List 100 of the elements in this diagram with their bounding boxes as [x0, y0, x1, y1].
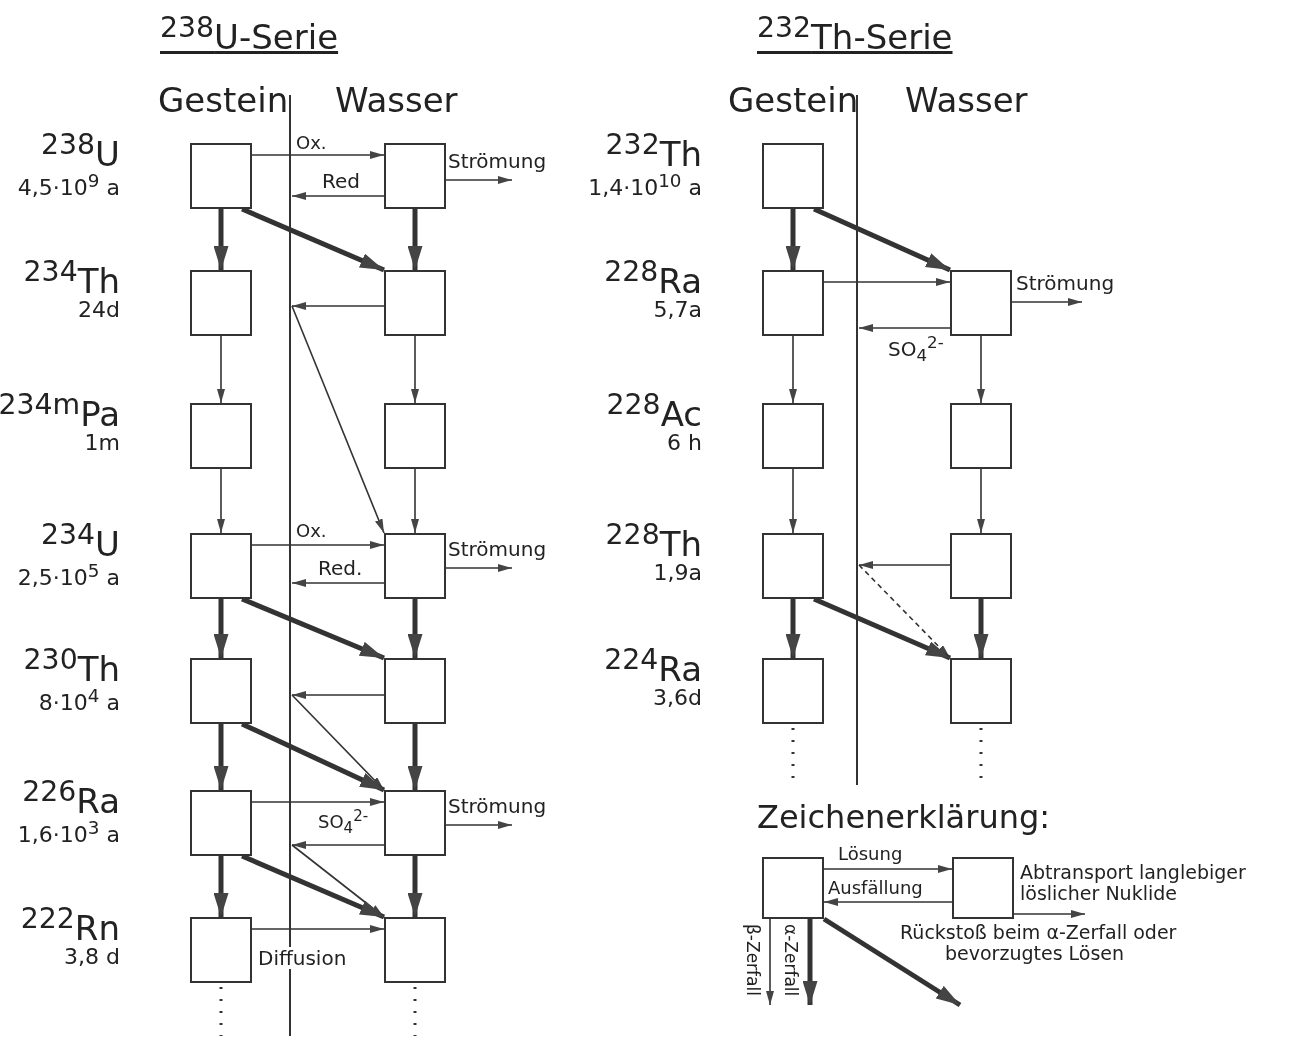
- edge-label: Strömung: [448, 150, 547, 172]
- compartment-box: [952, 857, 1014, 919]
- compartment-box: [384, 917, 446, 983]
- arrow: [785, 599, 801, 658]
- arrow: [213, 856, 229, 917]
- compartment-box: [762, 143, 824, 209]
- compartment-box: [384, 143, 446, 209]
- arrow: [977, 335, 985, 404]
- half-life-label: 1,4·10$^{10}$ a: [588, 171, 702, 201]
- compartment-box: [762, 857, 824, 919]
- arrow: [445, 564, 513, 572]
- half-life-label: 1,6·10$^{3}$ a: [17, 818, 120, 848]
- arrow: [251, 541, 385, 549]
- arrow: [407, 209, 423, 270]
- edge-label: Ausfällung: [828, 878, 923, 898]
- half-life-label: 3,8 d: [64, 945, 120, 970]
- edge-label: Strömung: [448, 538, 547, 560]
- arrow: [411, 468, 419, 534]
- compartment-box: [762, 658, 824, 724]
- nuclide-label: $^{224}$Ra: [604, 644, 702, 689]
- arrow: [291, 579, 385, 587]
- half-life-label: 5,7a: [653, 298, 702, 323]
- half-life-label: 2,5·10$^{5}$ a: [17, 561, 120, 591]
- arrow: [1013, 910, 1086, 918]
- half-life-label: 6 h: [667, 431, 702, 456]
- arrow: [213, 724, 229, 790]
- arrow: [823, 898, 953, 906]
- nuclide-label: $^{238}$U: [41, 129, 120, 174]
- arrow: [411, 335, 419, 404]
- arrow: [1011, 298, 1083, 306]
- arrow: [785, 209, 801, 270]
- compartment-box: [762, 270, 824, 336]
- compartment-box: [190, 790, 252, 856]
- half-life-label: 1m: [84, 431, 120, 456]
- nuclide-label: $^{234}$Th: [23, 256, 120, 301]
- arrow: [802, 919, 818, 1005]
- compartment-box: [950, 270, 1012, 336]
- compartment-box: [190, 917, 252, 983]
- arrow: [213, 599, 229, 658]
- arrow: [407, 599, 423, 658]
- column-heading: Gestein: [728, 82, 859, 120]
- compartment-box: [762, 403, 824, 469]
- arrow: [789, 468, 797, 534]
- compartment-box: [762, 533, 824, 599]
- half-life-label: 1,9a: [653, 561, 702, 586]
- arrow: [858, 561, 951, 569]
- half-life-label: 3,6d: [653, 686, 702, 711]
- nuclide-label: $^{226}$Ra: [22, 776, 120, 821]
- half-life-label: 4,5·10$^{9}$ a: [17, 171, 120, 201]
- nuclide-label: $^{228}$Ac: [606, 389, 702, 434]
- arrow: [823, 865, 953, 873]
- compartment-box: [190, 403, 252, 469]
- arrow: [407, 856, 423, 917]
- arrow: [217, 335, 225, 404]
- arrow: [973, 599, 989, 658]
- edge-label: Strömung: [448, 795, 547, 817]
- series-title: $^{232}$Th-Serie: [757, 12, 953, 57]
- arrow: [858, 324, 951, 332]
- column-heading: Wasser: [905, 82, 1028, 120]
- compartment-box: [950, 533, 1012, 599]
- compartment-box: [190, 658, 252, 724]
- arrow: [251, 151, 385, 159]
- arrow: [977, 468, 985, 534]
- legend-heading: Zeichenerklärung:: [757, 800, 1051, 836]
- column-heading: Gestein: [158, 82, 289, 120]
- arrow: [217, 468, 225, 534]
- arrow: [823, 278, 951, 286]
- nuclide-label: $^{232}$Th: [605, 129, 702, 174]
- compartment-box: [384, 270, 446, 336]
- nuclide-label: $^{234m}$Pa: [0, 389, 120, 434]
- arrow: [789, 335, 797, 404]
- compartment-box: [384, 790, 446, 856]
- edge-label: β-Zerfall: [743, 924, 762, 996]
- arrow: [291, 841, 385, 849]
- compartment-box: [384, 533, 446, 599]
- series-title: $^{238}$U-Serie: [160, 12, 339, 57]
- edge-label: Strömung: [1016, 272, 1115, 294]
- half-life-label: 24d: [78, 298, 120, 323]
- compartment-box: [190, 270, 252, 336]
- nuclide-label: $^{228}$Th: [605, 519, 702, 564]
- compartment-box: [384, 403, 446, 469]
- arrow: [445, 176, 513, 184]
- arrow: [445, 821, 513, 829]
- nuclide-label: $^{230}$Th: [23, 644, 120, 689]
- arrow: [822, 916, 962, 1008]
- arrow: [407, 724, 423, 790]
- compartment-box: [950, 403, 1012, 469]
- nuclide-label: $^{234}$U: [41, 519, 120, 564]
- edge-label: Diffusion: [258, 947, 347, 969]
- arrow: [291, 305, 385, 534]
- compartment-box: [384, 658, 446, 724]
- nuclide-label: $^{222}$Rn: [20, 903, 120, 948]
- nuclide-label: $^{228}$Ra: [604, 256, 702, 301]
- arrow: [213, 209, 229, 270]
- compartment-box: [950, 658, 1012, 724]
- compartment-box: [190, 533, 252, 599]
- arrow: [251, 798, 385, 806]
- arrow: [766, 918, 774, 1006]
- edge-label: Lösung: [838, 844, 903, 864]
- arrow: [251, 925, 385, 933]
